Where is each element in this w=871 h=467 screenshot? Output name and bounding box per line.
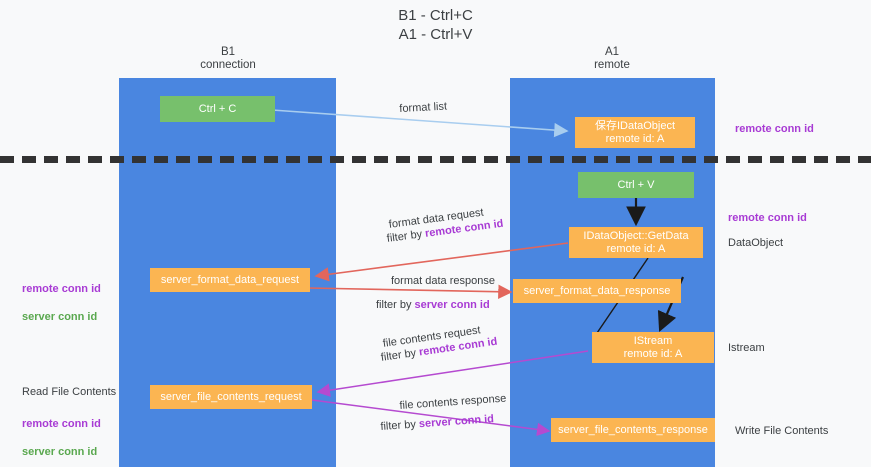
edge-label-format-data-response-filter: filter by server conn id xyxy=(376,298,490,312)
edge-label-format-list: format list xyxy=(399,100,448,115)
column-header-b1: B1 connection xyxy=(200,46,256,71)
annotation-left-conn-ids-bottom: remote conn id server conn id xyxy=(22,403,101,459)
annotation-right-istream: Istream xyxy=(728,342,765,354)
annotation-server-conn-id: server conn id xyxy=(22,446,98,458)
connector-format-data-response xyxy=(307,284,513,299)
filter-key-server-conn-id: server conn id xyxy=(414,299,490,311)
annotation-left-conn-ids-mid: remote conn id server conn id xyxy=(22,268,101,324)
edge-label-format-data-response: format data response xyxy=(391,275,495,287)
node-server-file-contents-response[interactable]: server_file_contents_response xyxy=(551,418,715,442)
connector-file-contents-request xyxy=(316,350,589,397)
node-server-file-contents-request[interactable]: server_file_contents_request xyxy=(150,385,312,409)
node-istream[interactable]: IStream remote id: A xyxy=(592,332,714,363)
node-save-idataobject[interactable]: 保存IDataObject remote id: A xyxy=(575,117,695,148)
node-server-format-data-request[interactable]: server_format_data_request xyxy=(150,268,310,292)
annotation-remote-conn-id: remote conn id xyxy=(22,418,101,430)
connector-format-data-request xyxy=(314,242,569,282)
diagram-title: B1 - Ctrl+C A1 - Ctrl+V xyxy=(398,7,473,43)
annotation-right-remote-conn-id-mid: remote conn id xyxy=(728,212,807,224)
annotation-right-remote-conn-id-top: remote conn id xyxy=(735,123,814,135)
filter-prefix: filter by xyxy=(380,418,420,433)
node-ctrl-c[interactable]: Ctrl + C xyxy=(160,96,275,122)
annotation-right-write-file-contents: Write File Contents xyxy=(735,425,829,437)
column-header-a1: A1 remote xyxy=(594,46,630,71)
annotation-left-read-file-contents: Read File Contents xyxy=(22,386,117,398)
node-ctrl-v[interactable]: Ctrl + V xyxy=(578,172,694,198)
filter-prefix: filter by xyxy=(376,299,415,311)
annotation-remote-conn-id: remote conn id xyxy=(22,283,101,295)
node-idataobject-getdata[interactable]: IDataObject::GetData remote id: A xyxy=(569,227,703,258)
annotation-right-dataobject: DataObject xyxy=(728,237,784,249)
connector-file-contents-response xyxy=(311,399,551,437)
phase-divider-dashed-line xyxy=(0,156,871,163)
annotation-server-conn-id: server conn id xyxy=(22,311,98,323)
connector-format-list xyxy=(271,109,569,138)
node-server-format-data-response[interactable]: server_format_data_response xyxy=(513,279,681,303)
